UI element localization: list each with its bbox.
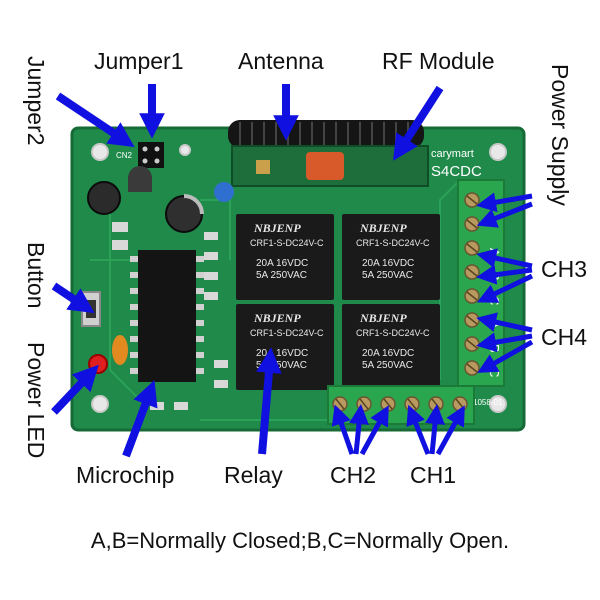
terminal-arrows	[331, 192, 534, 456]
board-brand: carymart	[431, 148, 474, 160]
relay-brand: NBJENP	[253, 221, 301, 235]
arrow-ch2-1	[331, 404, 355, 455]
arrow-jumper2	[55, 92, 135, 148]
relay-rating-b: 5A 250VAC	[362, 360, 413, 371]
arrow-ch1-1	[406, 404, 431, 455]
relay-model: CRF1-S-DC24V-C	[250, 238, 324, 248]
relay-brand: NBJENP	[359, 221, 407, 235]
arrow-button	[51, 282, 95, 314]
board-model: S4CDC	[431, 163, 482, 180]
relay-brand: NBJENP	[253, 311, 301, 325]
arrow-power-1	[476, 192, 533, 213]
label-power-supply: Power Supply	[547, 64, 573, 206]
relay-rating-b: 5A 250VAC	[256, 270, 307, 281]
label-ch1: CH1	[410, 462, 457, 488]
arrow-ch4-1	[476, 312, 533, 333]
antenna-coil	[228, 120, 424, 148]
label-jumper1: Jumper1	[94, 48, 184, 74]
rf-module	[231, 145, 429, 187]
arrow-power-led	[51, 364, 99, 415]
relay-model: CRF1-S-DC24V-C	[356, 238, 430, 248]
label-ch4: CH4	[541, 324, 588, 350]
right-terminal-block	[457, 179, 505, 387]
annotation-arrows	[51, 84, 444, 458]
label-power-led: Power LED	[23, 342, 49, 459]
board-code: 1058-01	[473, 398, 503, 407]
arrow-power-2	[476, 201, 533, 228]
relay-brand: NBJENP	[359, 311, 407, 325]
label-ch3: CH3	[541, 256, 588, 282]
footer-legend: A,B=Normally Closed;B,C=Normally Open.	[90, 528, 510, 553]
microchip-ic	[130, 250, 204, 382]
relay-rating-a: 20A 16VDC	[256, 348, 308, 359]
mounting-holes	[91, 143, 507, 413]
relay-rating-b: 5A 250VAC	[256, 360, 307, 371]
jumper2-silk: CN2	[116, 151, 133, 160]
label-antenna: Antenna	[238, 48, 324, 74]
arrow-ch2-3	[359, 405, 389, 456]
power-led	[88, 354, 108, 374]
push-button	[81, 291, 101, 327]
jumper1-pins	[138, 142, 164, 168]
arrow-ch1-3	[435, 405, 465, 456]
relay-rating-a: 20A 16VDC	[362, 348, 414, 359]
arrow-ch4-2	[476, 332, 533, 353]
label-button: Button	[23, 242, 49, 309]
arrow-ch2-2	[349, 404, 369, 455]
bottom-terminal-block	[327, 385, 475, 425]
ceramic-capacitor	[112, 335, 128, 365]
arrow-rf-module	[393, 85, 444, 161]
electrolytic-capacitor	[87, 181, 204, 233]
relay-rating-b: 5A 250VAC	[362, 270, 413, 281]
arrow-microchip	[122, 380, 158, 458]
transistor	[128, 166, 234, 202]
label-ch2: CH2	[330, 462, 377, 488]
arrow-ch1-2	[425, 404, 445, 455]
arrow-relay	[256, 347, 282, 455]
relay-rating-a: 20A 16VDC	[362, 258, 414, 269]
label-relay: Relay	[224, 462, 283, 488]
arrow-ch3-2	[476, 264, 533, 285]
relay-rating-a: 20A 16VDC	[256, 258, 308, 269]
relay-model: CRF1-S-DC24V-C	[250, 328, 324, 338]
label-jumper2: Jumper2	[23, 56, 49, 146]
label-microchip: Microchip	[76, 462, 175, 488]
label-rf-module: RF Module	[382, 48, 495, 74]
terminal-letter: C	[487, 368, 502, 377]
relay-model: CRF1-S-DC24V-C	[356, 328, 430, 338]
arrow-ch4-3	[477, 339, 534, 373]
arrow-ch3-1	[476, 248, 533, 269]
arrow-ch3-3	[476, 273, 534, 303]
